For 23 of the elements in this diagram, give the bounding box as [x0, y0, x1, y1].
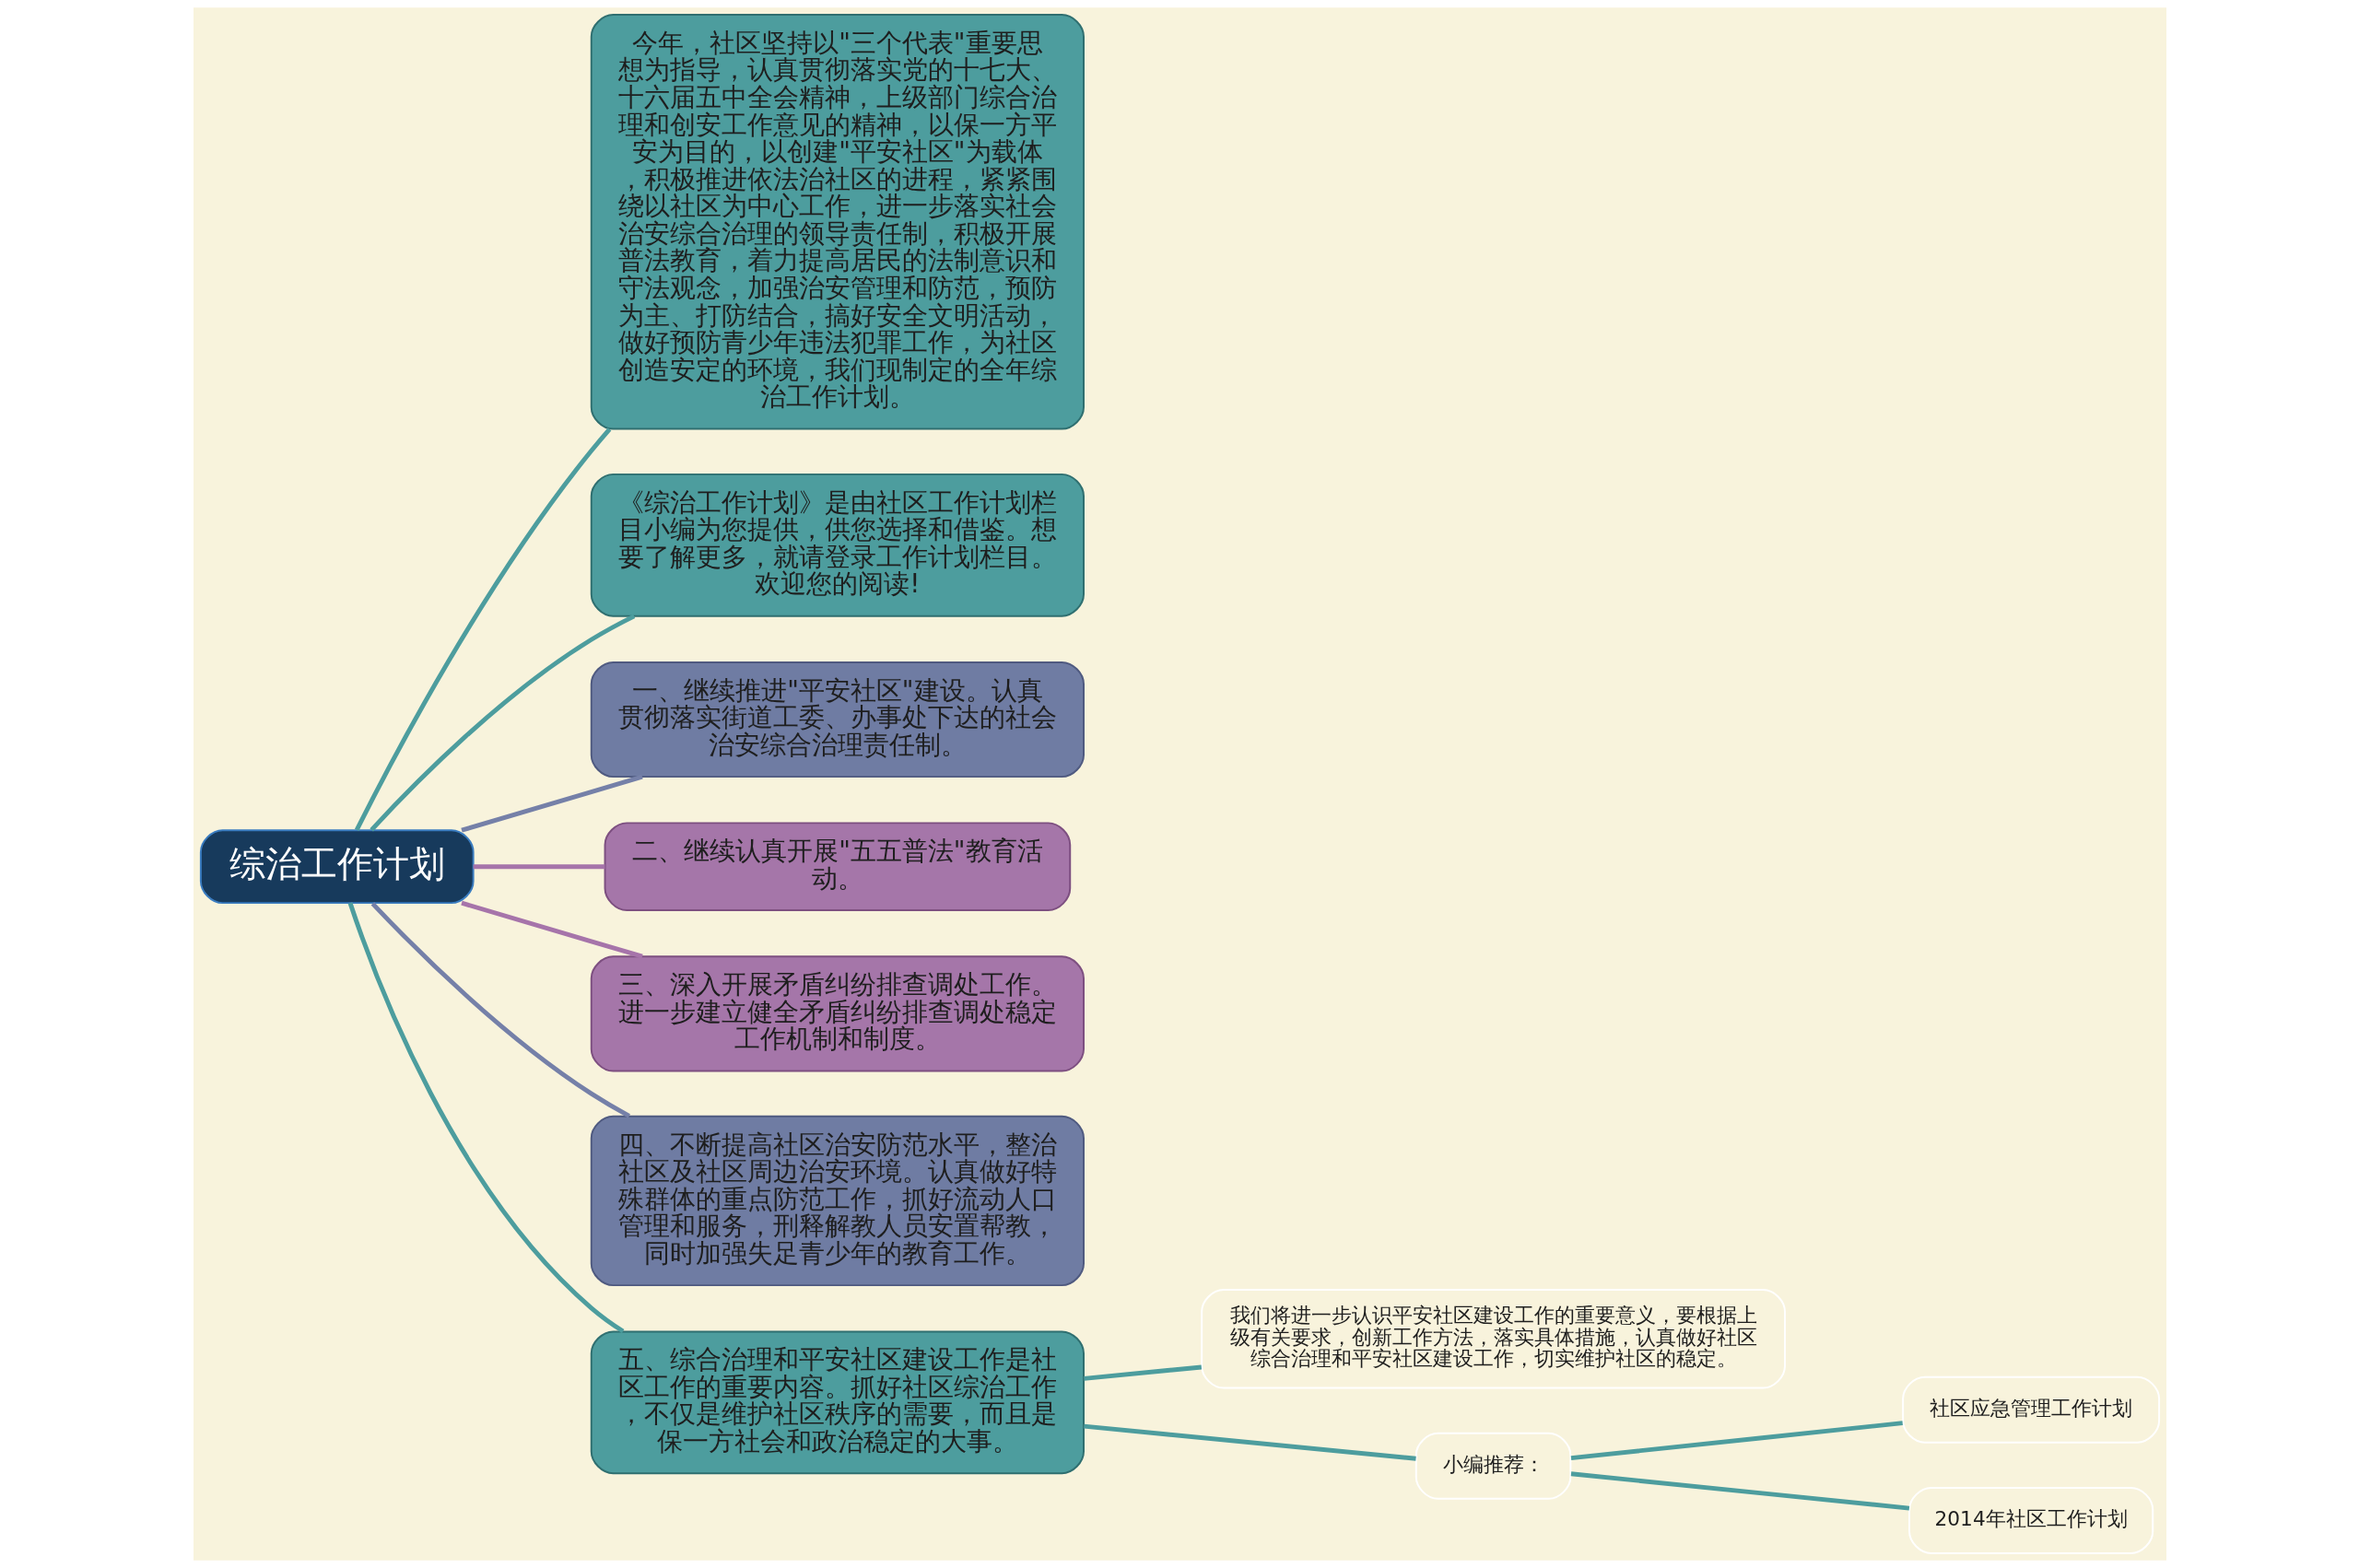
node-box: 五、综合治理和平安社区建设工作是社区工作的重要内容。抓好社区综治工作，不仅是维护社区秩序的需要，而且是保一方社会和政治稳定的大事。 [590, 1330, 1085, 1475]
connector [370, 902, 630, 1118]
node-box: 三、深入开展矛盾纠纷排查调处工作。进一步建立健全矛盾纠纷排查调处稳定工作机制和制度。 [590, 955, 1085, 1072]
connector [1083, 1364, 1202, 1381]
node-box: 社区应急管理工作计划 [1901, 1375, 2160, 1444]
node-box: 一、继续推进"平安社区"建设。认真贯彻落实街道工委、办事处下达的社会治安综合治理责任制。 [590, 661, 1085, 778]
connector [1083, 1423, 1416, 1461]
node-box: 小编推荐： [1414, 1432, 1571, 1500]
node-box: 二、继续认真开展"五五普法"教育活动。 [604, 822, 1071, 911]
node-box: 综治工作计划 [199, 829, 475, 905]
connector [473, 864, 604, 870]
connector [1570, 1421, 1903, 1461]
connector [460, 774, 643, 833]
node-box: 今年，社区坚持以"三个代表"重要思想为指导，认真贯彻落实党的十七大、十六届五中全会精神，上级部门综合治理和创安工作意见的精神，以保一方平安为目的，以创建"平安社区"为载体，积极推进依法治社区的进程，紧紧围绕以社区为中心工作，进一步落实社会治安综合治理的领导责任制，积极开展普法教育，着力提高居民的法制意识和守法观念，加强治安管理和防范，预防为主、打防结合，搞好安全文明活动，做好预防青少年违法犯罪工作，为社区创造安定的环境，我们现制定的全年综治工作计划。 [590, 14, 1085, 430]
connector [369, 614, 635, 832]
node-box: 2014年社区工作计划 [1907, 1486, 2154, 1554]
connector [460, 900, 643, 959]
connector [347, 902, 624, 1334]
node-box: 我们将进一步认识平安社区建设工作的重要意义，要根据上级有关要求，创新工作方法，落实具体措施，认真做好社区综合治理和平安社区建设工作，切实维护社区的稳定。 [1200, 1289, 1786, 1389]
connector [1570, 1471, 1909, 1511]
connector [354, 427, 611, 832]
node-box: 四、不断提高社区治安防范水平，整治社区及社区周边治安环境。认真做好特殊群体的重点防范工作，抓好流动人口管理和服务，刑释解教人员安置帮教，同时加强失足青少年的教育工作。 [590, 1115, 1085, 1287]
node-box: 《综治工作计划》是由社区工作计划栏目小编为您提供，供您选择和借鉴。想要了解更多，就请登录工作计划栏目。欢迎您的阅读! [590, 473, 1085, 617]
